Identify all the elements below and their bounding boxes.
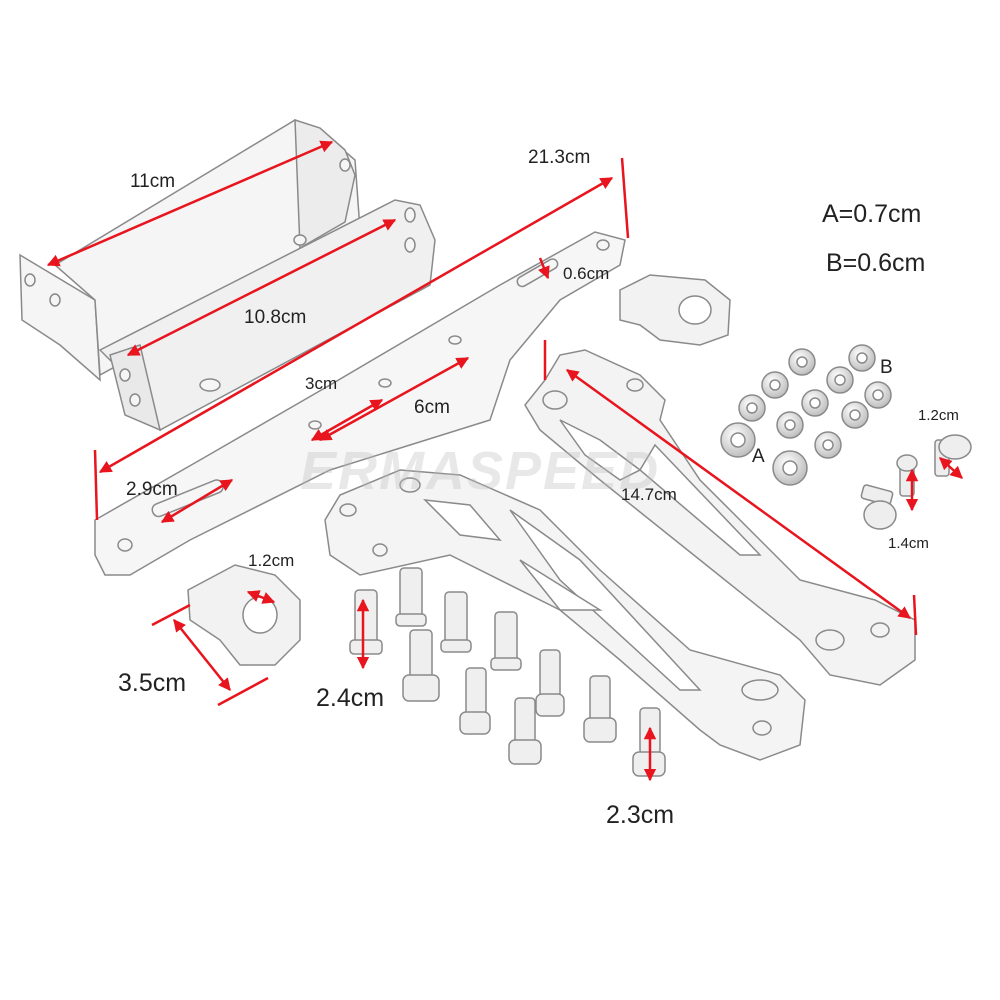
dim-bracket-width: 11cm [130, 171, 176, 192]
watermark: ERMASPEED [300, 441, 661, 501]
lock-nuts [720, 344, 892, 486]
dim-small-bolt-length: 1.4cm [888, 535, 929, 552]
dim-long-bolt-length: 2.4cm [316, 684, 385, 712]
dim-slot-length: 2.9cm [126, 479, 178, 500]
dim-bracket-inner: 10.8cm [244, 307, 307, 328]
dim-small-bolt-head: 1.2cm [918, 407, 959, 424]
bracket-arm-long [524, 349, 916, 686]
nut-label-b: B [880, 357, 893, 378]
dim-hole-spacing-small: 3cm [305, 374, 338, 393]
dim-spacer-length: 3.5cm [118, 669, 187, 697]
legend-b: B=0.6cm [826, 249, 926, 277]
dim-spacer-hole: 1.2cm [248, 551, 295, 570]
dim-short-bolt-length: 2.3cm [606, 801, 675, 829]
nut-label-a: A [752, 446, 765, 467]
dimension-arrows [46, 140, 963, 782]
legend-a: A=0.7cm [822, 200, 922, 228]
dim-arm-length: 14.7cm [621, 485, 677, 504]
dim-hole-spacing-large: 6cm [414, 397, 450, 418]
dim-plate-length: 21.3cm [528, 147, 591, 168]
spacer-bottom [187, 564, 301, 666]
spacer-top [619, 274, 731, 346]
small-bolts [860, 434, 972, 530]
dim-slot-width: 0.6cm [563, 264, 610, 283]
